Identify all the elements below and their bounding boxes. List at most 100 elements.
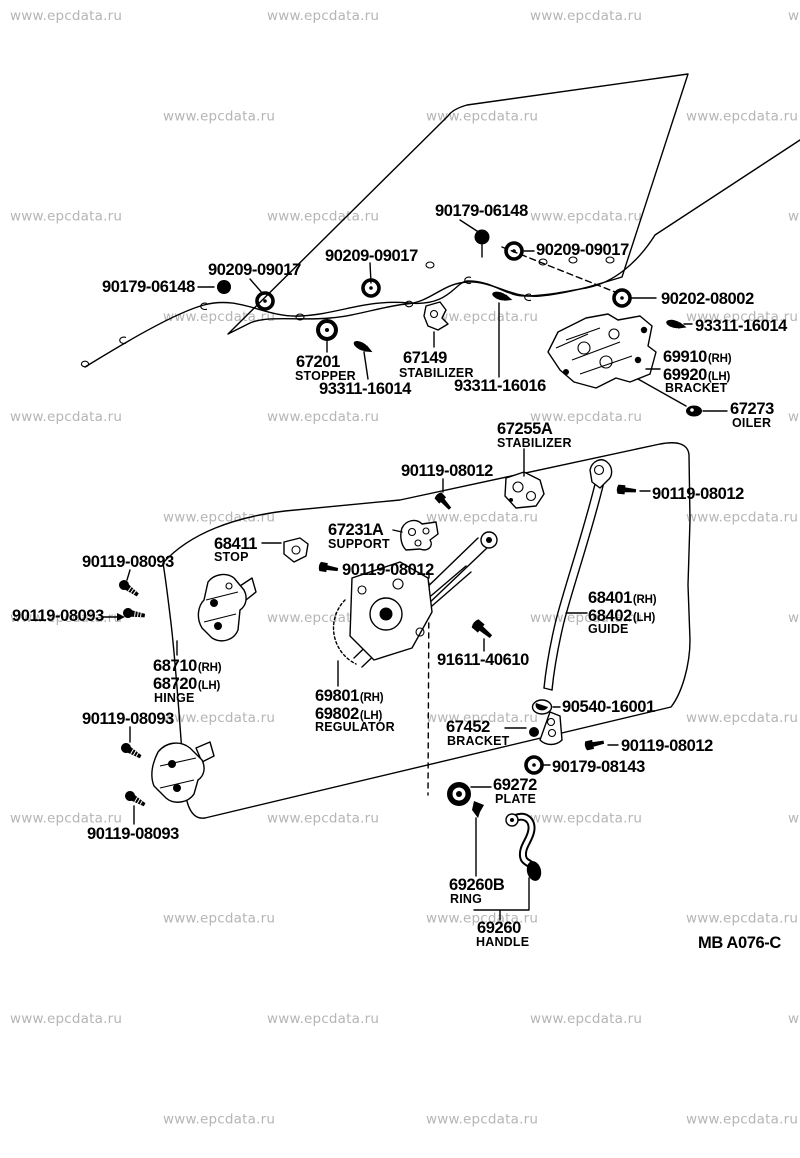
callout-oiler-sub: OILER [732, 416, 771, 430]
bolt-icon-91611-40610 [470, 618, 495, 641]
callout-regulator-sub: REGULATOR [315, 720, 395, 734]
watermark-text: www.epcdata.ru [267, 209, 379, 225]
grommet-icon-90209-09017-c [504, 241, 524, 261]
callout-90119-08012-a: 90119-08012 [401, 462, 493, 480]
watermark-text: www.epcdata.ru [10, 209, 122, 225]
bracket-assembly-drawing [547, 313, 657, 389]
watermark-text: www.epcdata.ru [267, 409, 379, 425]
callout-69801: 69801(RH) [315, 687, 384, 705]
plate-washer-drawing [447, 782, 471, 806]
watermark-text: www.epcdata.ru [10, 610, 122, 626]
watermark-text: www.epcdata.ru [686, 1111, 798, 1127]
bolt-icon-90179-06148-top [474, 229, 490, 245]
watermark-text: www.epcdata.ru [426, 1111, 538, 1127]
watermark-text: www.epcdata.ru [788, 8, 800, 24]
watermark-text: www.epcdata.ru [163, 710, 275, 726]
callout-bracket-sub-2: BRACKET [447, 734, 510, 748]
stop-68411-drawing [283, 537, 309, 563]
watermark-text: www.epcdata.ru [530, 810, 642, 826]
window-regulator-drawing [332, 531, 498, 668]
callout-stop-sub: STOP [214, 550, 249, 564]
callout-69920: 69920(LH) [663, 366, 730, 384]
support-67231-drawing [400, 519, 439, 551]
callout-90119-08012-d: 90119-08012 [621, 737, 713, 755]
callout-67201: 67201 [296, 353, 340, 371]
watermark-text: www.epcdata.ru [426, 309, 538, 325]
watermark-text: www.epcdata.ru [163, 108, 275, 124]
stabilizer-67149-drawing [423, 301, 449, 331]
watermark-text: www.epcdata.ru [10, 8, 122, 24]
diagram-artwork [80, 73, 800, 921]
watermark-text: www.epcdata.ru [530, 209, 642, 225]
screw-icon-93311-16014-left [352, 338, 375, 356]
callout-90119-08093-b: 90119-08093 [12, 607, 104, 625]
callout-93311-16016: 93311-16016 [454, 377, 546, 395]
figure-code: MB A076-C [698, 934, 781, 952]
watermark-text: www.epcdata.ru [267, 1011, 379, 1027]
callout-hinge-sub-1: HINGE [154, 691, 195, 705]
watermark-text: www.epcdata.ru [426, 108, 538, 124]
callout-68720: 68720(LH) [153, 675, 220, 693]
callout-90202-08002: 90202-08002 [661, 290, 754, 308]
watermark-text: www.epcdata.ru [426, 510, 538, 526]
bolt-icon-90179-06148-left [217, 280, 231, 294]
door-glass-outline [227, 73, 689, 335]
callout-90209-09017-a: 90209-09017 [208, 261, 301, 279]
watermark-text: www.epcdata.ru [163, 1111, 275, 1127]
callout-67273: 67273 [730, 400, 774, 418]
callout-90179-06148-top: 90179-06148 [435, 202, 528, 220]
callout-91611-40610: 91611-40610 [437, 651, 529, 669]
watermark-text: www.epcdata.ru [163, 911, 275, 927]
callout-90119-08012-b: 90119-08012 [652, 485, 744, 503]
callout-guide-sub: GUIDE [588, 622, 629, 636]
callout-ring-sub: RING [450, 892, 482, 906]
watermark-text: www.epcdata.ru [686, 710, 798, 726]
callout-69260B: 69260B [449, 876, 505, 894]
callout-69802: 69802(LH) [315, 705, 382, 723]
grommet-icon-90179-08143 [524, 755, 544, 775]
watermark-text: www.epcdata.ru [426, 710, 538, 726]
watermark-text: www.epcdata.ru [10, 1011, 122, 1027]
callout-93311-16014-left: 93311-16014 [319, 380, 412, 398]
watermark-text: www.epcdata.ru [163, 309, 275, 325]
callout-69260: 69260 [477, 919, 521, 937]
callout-68402: 68402(LH) [588, 607, 655, 625]
watermark-text: www.epcdata.ru [686, 911, 798, 927]
watermark-text: www.epcdata.ru [10, 409, 122, 425]
belt-line [84, 139, 800, 368]
callout-support-sub: SUPPORT [328, 537, 390, 551]
callout-90540-16001: 90540-16001 [562, 698, 655, 716]
bolt-icon-90119-08012-b [616, 484, 637, 496]
upper-hinge-drawing [197, 573, 257, 642]
callout-67255A: 67255A [497, 420, 553, 438]
watermark-text: www.epcdata.ru [788, 1011, 800, 1027]
callout-68401: 68401(RH) [588, 589, 657, 607]
bracket-67452-drawing [529, 711, 563, 746]
window-crank-handle-drawing [505, 812, 542, 881]
watermark-text: www.epcdata.ru [788, 610, 800, 626]
watermark-text: www.epcdata.ru [10, 810, 122, 826]
lower-hinge-drawing [151, 741, 215, 803]
callout-90119-08093-a: 90119-08093 [82, 553, 174, 571]
callout-bracket-sub: BRACKET [665, 381, 728, 395]
callout-stabilizer-sub-1: STABILIZER [399, 366, 474, 380]
grommet-icon-90202-08002 [612, 288, 632, 308]
watermark-text: www.epcdata.ru [788, 810, 800, 826]
callout-69910: 69910(RH) [663, 348, 732, 366]
callout-90119-08093-d: 90119-08093 [87, 825, 179, 843]
callout-90209-09017-b: 90209-09017 [325, 247, 418, 265]
callout-handle-sub: HANDLE [476, 935, 529, 949]
callout-93311-16014-right: 93311-16014 [695, 317, 788, 335]
callout-68710: 68710(RH) [153, 657, 222, 675]
callout-stabilizer-sub-2: STABILIZER [497, 436, 572, 450]
watermark-text: www.epcdata.ru [267, 8, 379, 24]
callout-67149: 67149 [403, 349, 447, 367]
leader-arrowhead [117, 613, 125, 621]
watermark-text: www.epcdata.ru [686, 510, 798, 526]
watermark-text: www.epcdata.ru [426, 911, 538, 927]
leader-lines [101, 219, 728, 921]
guide-channel-drawing [543, 459, 613, 691]
callout-90119-08012-c: 90119-08012 [342, 561, 434, 579]
